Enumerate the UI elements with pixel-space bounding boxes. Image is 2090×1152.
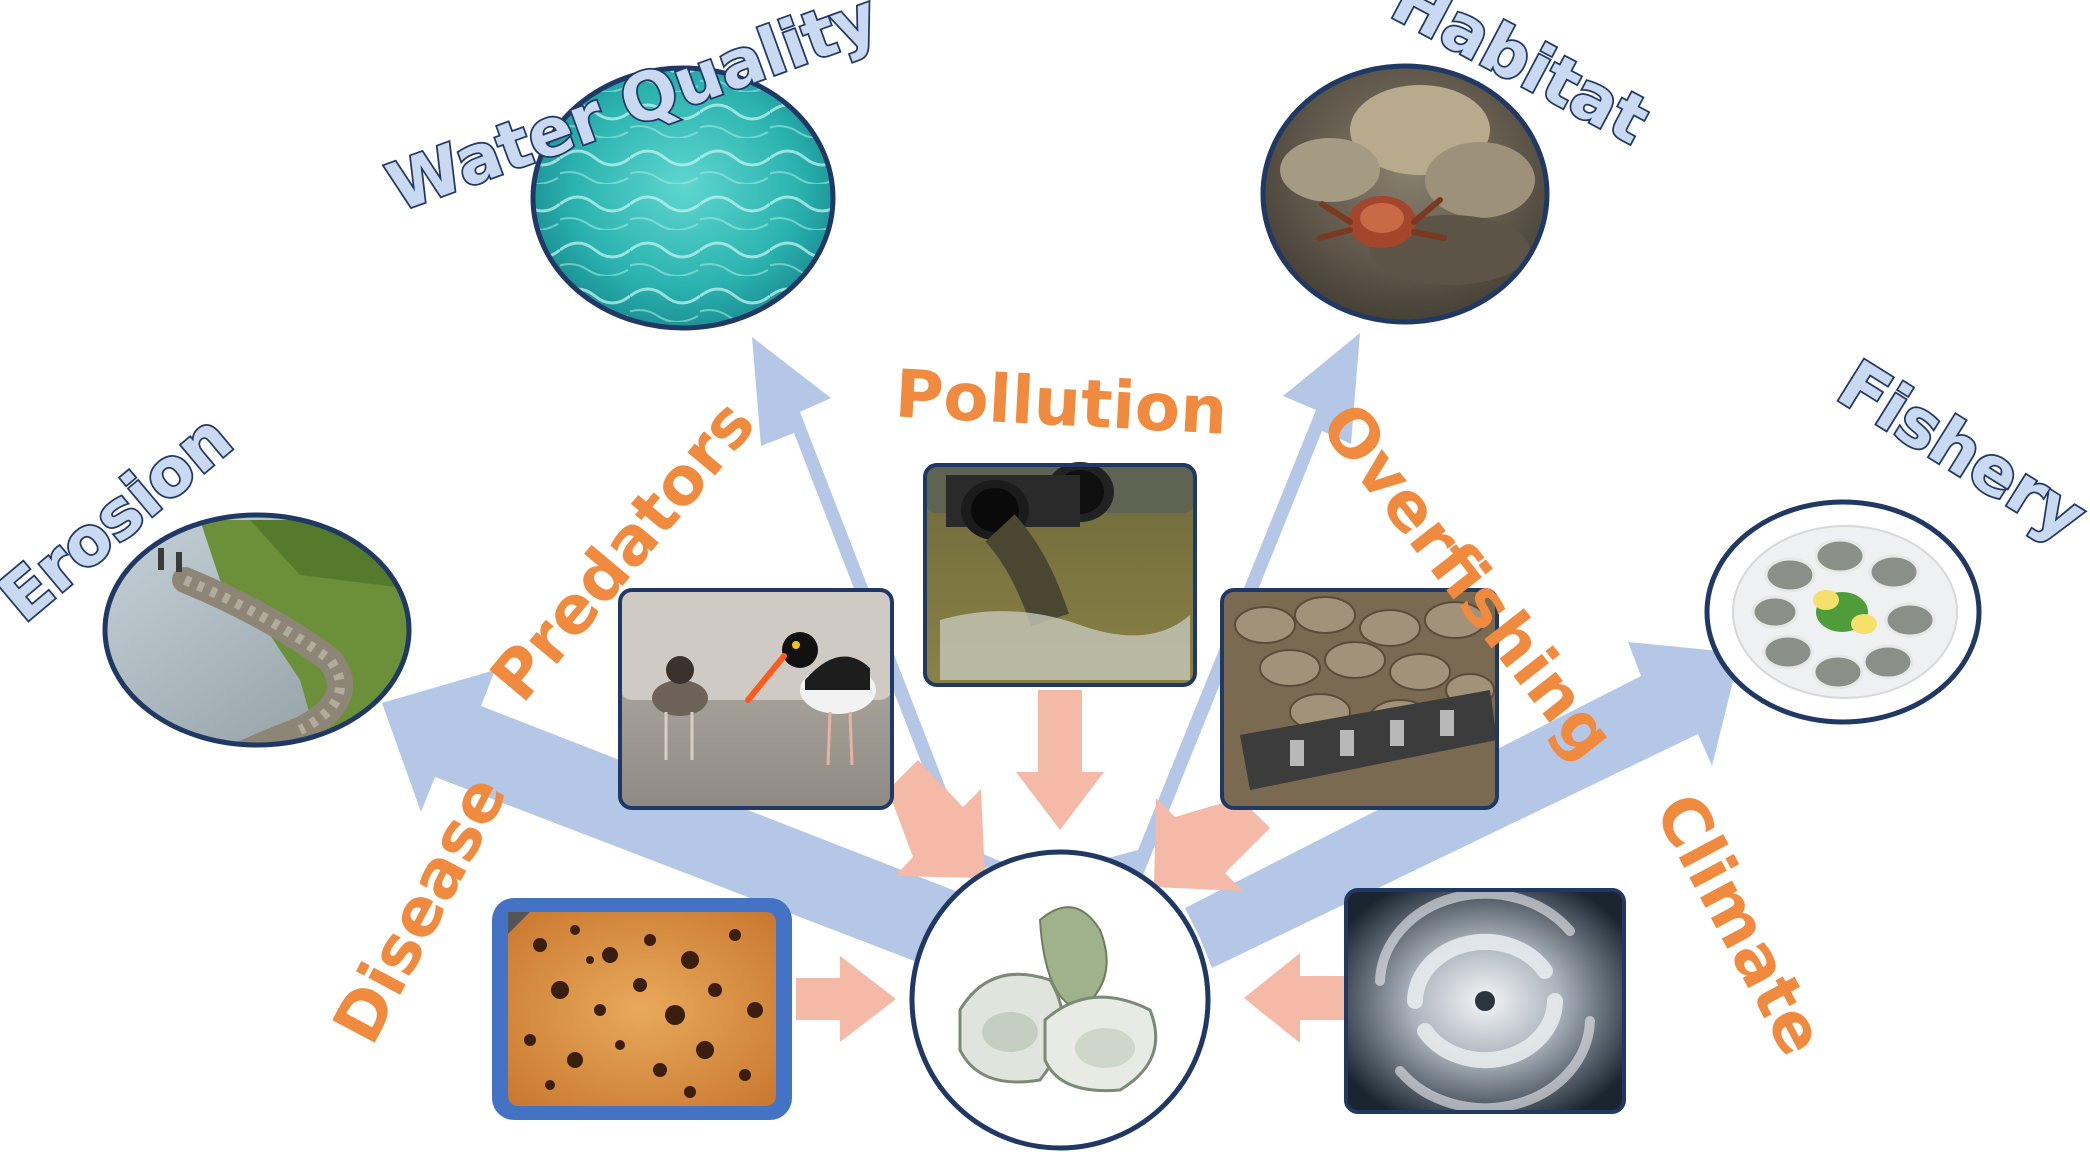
arrow-from-predators: [888, 760, 985, 878]
arrow-from-overfishing: [1154, 798, 1270, 891]
fishery-image: [1704, 499, 1982, 725]
stressor-arrows: [796, 690, 1346, 1043]
overfishing-image: [1220, 588, 1499, 810]
habitat-image: [1260, 63, 1550, 325]
arrow-to-water-quality: [752, 337, 1002, 876]
erosion-image: [102, 512, 412, 748]
water-quality-image: [530, 65, 836, 331]
center-oyster: [909, 849, 1211, 1151]
label-pollution: Pollution: [893, 355, 1229, 449]
arrow-from-disease: [796, 956, 896, 1042]
climate-image: [1344, 888, 1626, 1114]
predators-image: [618, 588, 894, 810]
label-climate: Climate: [1639, 781, 1840, 1067]
arrow-to-habitat: [1108, 333, 1360, 875]
arrow-from-climate: [1244, 953, 1346, 1043]
pollution-image: [923, 462, 1197, 687]
arrow-to-erosion: [382, 670, 994, 975]
arrow-from-pollution: [1016, 690, 1104, 830]
disease-image: [492, 898, 792, 1120]
